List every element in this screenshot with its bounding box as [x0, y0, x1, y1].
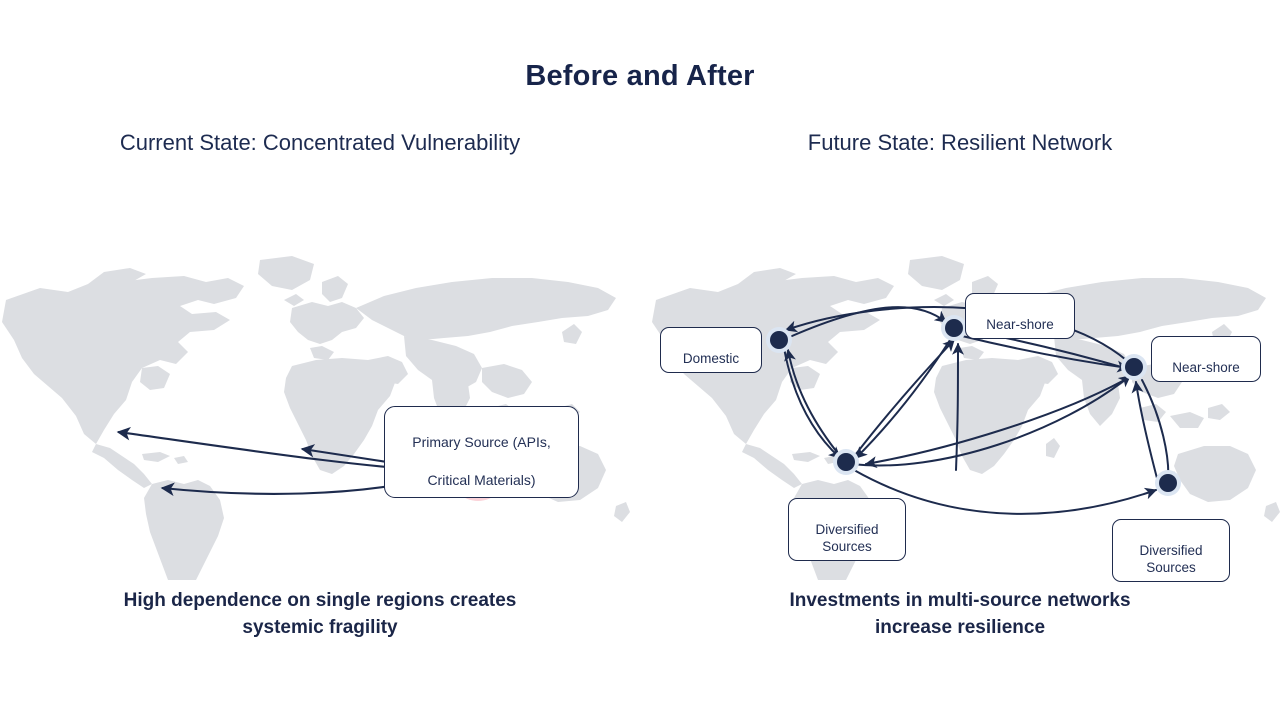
- node-label-near-shore-asia-text: Near-shore: [1172, 360, 1240, 375]
- node-label-near-shore-europe-text: Near-shore: [986, 317, 1054, 332]
- right-panel-subtitle: Future State: Resilient Network: [807, 130, 1113, 155]
- link-europe-to-samerica: [855, 339, 951, 459]
- node-label-domestic-text: Domestic: [682, 351, 740, 366]
- node-diversified-australia[interactable]: [1155, 470, 1181, 496]
- resilient-network-links: [783, 306, 1175, 515]
- left-caption-line1: High dependence on single regions create…: [123, 590, 517, 611]
- left-caption-line2: systemic fragility: [242, 617, 398, 638]
- primary-source-label-line1: Primary Source (APIs,: [412, 434, 551, 450]
- node-label-diversified-australia-text: Diversified Sources: [1139, 543, 1203, 575]
- panel-current-state: Current State: Concentrated Vulnerabilit…: [0, 120, 640, 720]
- link-samerica-to-australia: [853, 469, 1158, 515]
- link-domestic-to-samerica: [783, 347, 841, 459]
- node-diversified-south-america[interactable]: [833, 449, 859, 475]
- link-europe-to-asia: [961, 335, 1130, 373]
- node-label-near-shore-europe: Near-shore: [965, 293, 1075, 339]
- node-domestic[interactable]: [766, 327, 792, 353]
- link-asia-to-samerica: [864, 377, 1129, 469]
- node-label-diversified-south-america-text: Diversified Sources: [815, 522, 879, 554]
- page-title: Before and After: [525, 60, 755, 92]
- link-europe-extra-in: [951, 342, 964, 471]
- left-world-map: [0, 220, 640, 580]
- node-label-domestic: Domestic: [660, 327, 762, 373]
- link-samerica-to-europe: [855, 339, 955, 455]
- link-samerica-to-asia: [851, 375, 1131, 467]
- right-caption-line1: Investments in multi-source networks: [789, 590, 1131, 611]
- right-panel-caption: Investments in multi-source networks inc…: [660, 587, 1260, 641]
- link-domestic-to-europe: [791, 306, 947, 337]
- network-nodes[interactable]: [766, 315, 1181, 496]
- primary-source-label: Primary Source (APIs, Critical Materials…: [384, 406, 579, 498]
- left-panel-caption: High dependence on single regions create…: [20, 587, 620, 641]
- node-near-shore-asia[interactable]: [1121, 354, 1147, 380]
- link-australia-to-asia: [1131, 380, 1159, 483]
- primary-source-label-line2: Critical Materials): [427, 472, 536, 488]
- node-near-shore-europe[interactable]: [941, 315, 967, 341]
- left-panel-subtitle: Current State: Concentrated Vulnerabilit…: [119, 130, 521, 155]
- node-label-diversified-australia: Diversified Sources: [1112, 519, 1230, 582]
- right-world-map: [640, 220, 1280, 580]
- panel-future-state: Future State: Resilient Network: [640, 120, 1280, 720]
- node-label-near-shore-asia: Near-shore: [1151, 336, 1261, 382]
- right-caption-line2: increase resilience: [874, 617, 1046, 638]
- node-label-diversified-south-america: Diversified Sources: [788, 498, 906, 561]
